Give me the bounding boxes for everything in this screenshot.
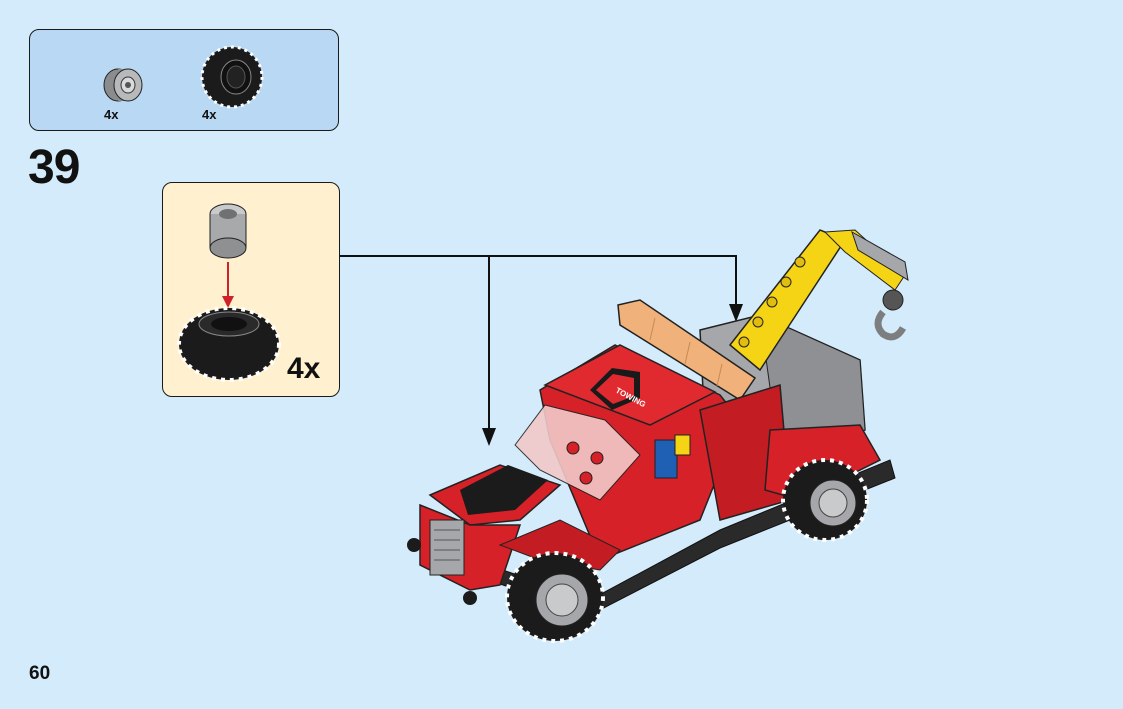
front-wheel xyxy=(507,553,603,641)
page-number: 60 xyxy=(29,663,50,685)
rear-wheel xyxy=(783,460,867,540)
